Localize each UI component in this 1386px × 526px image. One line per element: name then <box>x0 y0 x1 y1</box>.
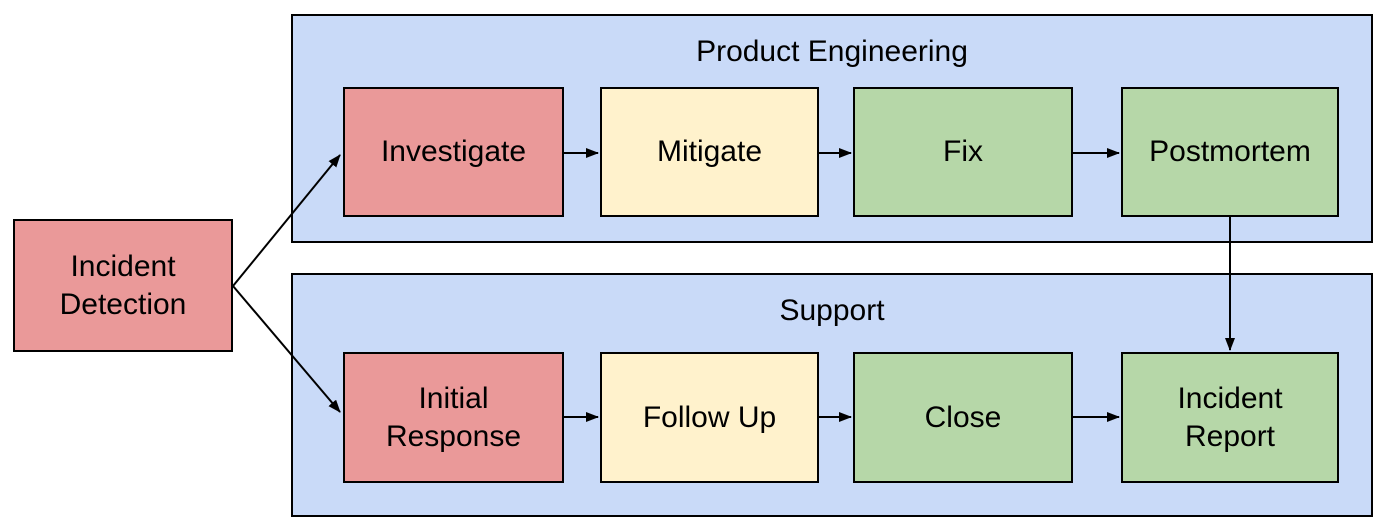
node-incident-detection[interactable]: Incident Detection <box>13 219 233 352</box>
node-label: Postmortem <box>1149 135 1311 169</box>
node-label: Close <box>924 400 1002 434</box>
node-fix[interactable]: Fix <box>853 87 1073 217</box>
node-close[interactable]: Close <box>853 352 1073 483</box>
node-label: Incident Report <box>1177 382 1283 453</box>
lane-title-product-engineering: Product Engineering <box>696 35 968 68</box>
lane-title-support: Support <box>779 294 885 327</box>
node-mitigate[interactable]: Mitigate <box>600 87 819 217</box>
node-label: Mitigate <box>656 135 763 169</box>
node-label: Initial Response <box>385 382 522 453</box>
node-label: Incident Detection <box>59 250 187 321</box>
node-label: Fix <box>943 135 983 169</box>
node-postmortem[interactable]: Postmortem <box>1121 87 1339 217</box>
node-incident-report[interactable]: Incident Report <box>1121 352 1339 483</box>
node-follow-up[interactable]: Follow Up <box>600 352 819 483</box>
node-label: Follow Up <box>642 400 777 434</box>
node-label: Investigate <box>380 135 527 169</box>
node-initial-response[interactable]: Initial Response <box>343 352 564 483</box>
node-investigate[interactable]: Investigate <box>343 87 564 217</box>
